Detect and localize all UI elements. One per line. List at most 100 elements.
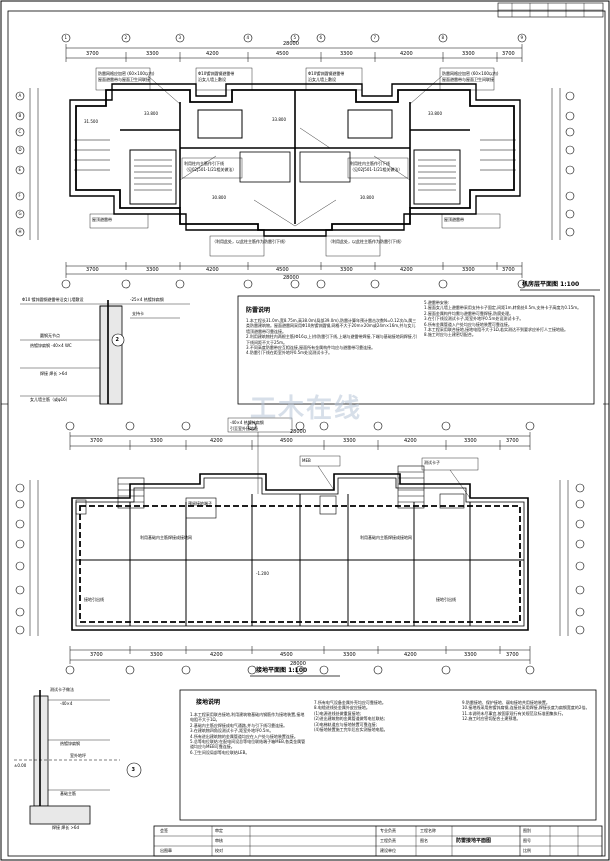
roof-axis-8: 8: [441, 35, 445, 40]
parapet-detail-circle: 2: [115, 336, 119, 343]
roof-label-5: Φ10镀锌圆钢避雷带: [198, 71, 235, 76]
roof-dim-bottom-total: 28000: [283, 275, 299, 281]
roof-dim-bottom-2: 3300: [146, 267, 159, 273]
grounding-note-1: 1.本工程采用联合接地,利用建筑物基础内钢筋作为接地装置,接地电阻不大于1Ω。: [190, 712, 305, 723]
tb-drawing-label: 图名: [420, 838, 428, 843]
title-block-frame: [153, 825, 603, 857]
roof-label-9: 利用柱内主筋作引下线: [184, 161, 224, 166]
roof-axis-c: C: [18, 129, 22, 134]
roof-axis-2: 2: [124, 35, 128, 40]
lightning-note-1: 1.本工程长31.0m,宽8.75m,高38.0m(局部39.0m),防雷计算年…: [246, 318, 417, 334]
roof-dim-bottom-7: 3300: [462, 267, 475, 273]
roof-elev-3: 33.800: [272, 117, 286, 122]
found-dim-top-3: 4200: [210, 438, 223, 444]
parapet-label-5: 焊接 焊长 >6d: [40, 371, 67, 376]
foundation-plan-title: 接地平面图 1:100: [256, 667, 308, 674]
roof-elev-6: 31.500: [84, 119, 98, 124]
roof-dim-top-5: 3300: [340, 51, 353, 57]
found-dim-top-total: 28000: [290, 429, 306, 435]
roof-axis-3: 3: [178, 35, 182, 40]
grounding-note-r4: 12.施工时应密切配合土建预埋。: [462, 716, 521, 722]
grounding-note-4: 4.所有进出建筑物的金属管道均应在入户处与接地装置连接。: [190, 733, 298, 739]
lightning-notes-right: 5.避雷带安装: 1.屋面女儿墙上避雷带采用支持卡子固定,间距1m,转角处0.5…: [424, 300, 590, 338]
found-dim-top-5: 3300: [343, 438, 356, 444]
roof-label-15: （利用此处，以此柱主筋作为防雷引下线）: [212, 239, 288, 244]
roof-plan: [29, 44, 561, 278]
grounding-note-r1: 9.防雷接地、保护接地、弱电接地共用接地装置。: [462, 700, 550, 705]
grounding-note-m3: (1)电源进线处做重复接地;: [314, 710, 362, 716]
grounding-notes-list: 1.本工程采用联合接地,利用建筑物基础内钢筋作为接地装置,接地电阻不大于1Ω。 …: [190, 712, 308, 755]
found-dim-bottom-5: 3300: [343, 652, 356, 658]
roof-label-14: 屋顶避雷带: [444, 217, 464, 222]
roof-label-10: （见02J501-1/21相关做法）: [184, 167, 237, 172]
found-dim-top-6: 4200: [404, 438, 417, 444]
lightning-note-r7: 8.施工时应与土建密切配合。: [424, 332, 476, 338]
roof-axis-6: 6: [319, 35, 323, 40]
grounding-note-r3: 11.本说明未尽事宜,按国家现行有关规范及标准图集执行。: [462, 710, 566, 716]
roof-axis-7: 7: [373, 35, 377, 40]
found-dim-bottom-total: 28000: [290, 661, 306, 667]
roof-axis-a: A: [18, 93, 22, 98]
found-label-6: 利用基础内主筋焊接成接地网: [360, 535, 412, 540]
roof-axis-5: 5: [293, 35, 297, 40]
found-dim-bottom-6: 4200: [404, 652, 417, 658]
grounding-note-6: 6.卫生间设局部等电位联结LEB。: [190, 749, 250, 755]
roof-label-7: Φ10镀锌圆钢避雷带: [308, 71, 345, 76]
grounding-note-m5: (3)电梯轨道应与接地装置可靠连接;: [314, 721, 378, 727]
parapet-detail: [20, 300, 190, 405]
parapet-title: Φ10 镀锌圆钢避雷带沿女儿墙敷设: [22, 297, 84, 302]
tb-right-3: 比例: [523, 848, 531, 853]
lightning-notes-heading: 防雷说明: [246, 307, 271, 314]
roof-elev-4: 30.800: [212, 195, 226, 200]
grounding-note-m6: (4)接地装置施工完毕后应实测接地电阻。: [314, 726, 388, 732]
roof-label-16: （利用此处，以此柱主筋作为防雷引下线）: [328, 239, 404, 244]
roof-axis-circles: [15, 33, 575, 289]
parapet-label-1: -25×4 热镀锌扁钢: [130, 297, 164, 302]
roof-label-11: 利用柱内主筋作引下线: [350, 161, 390, 166]
parapet-label-3: 圆钢无节点: [40, 333, 60, 338]
roof-dim-bottom-5: 3300: [340, 267, 353, 273]
roof-label-4: 屋面避雷带与屋面卫生间联接: [442, 77, 494, 82]
lightning-note-r6: 7.本工程采用联合接地,接地电阻不大于1Ω,若实测达不到要求应补打人工接地极。: [424, 326, 568, 332]
found-dim-top-2: 3300: [150, 438, 163, 444]
test-clamp-detail: [14, 690, 142, 825]
grounding-notes-mid: 7.所有电气设备金属外壳均应可靠接地。 8.电缆进线处金属外皮应接地。 (1)电…: [314, 700, 456, 732]
parapet-label-6: 女儿墙主筋（或φ16）: [30, 397, 70, 402]
lightning-note-r3: 2.屋面金属构件均需与避雷带可靠焊接,防腐处理。: [424, 310, 514, 316]
roof-axis-e: E: [18, 167, 22, 172]
clamp-label-4: 基础主筋: [60, 791, 76, 796]
clamp-title: 测试卡子做法: [50, 687, 74, 692]
clamp-label-6: ±0.00: [14, 763, 27, 768]
tb-mid-1: 专业负责: [380, 828, 396, 833]
found-dim-bottom-1: 3700: [90, 652, 103, 658]
found-dim-bottom-4: 4500: [280, 652, 293, 658]
lightning-note-r4: 3.在引下线设测试卡子,距室外地坪0.5m处设测试卡子。: [424, 316, 524, 322]
grounding-note-2: 2.基础内主筋应焊接成电气通路,并与引下线可靠连接。: [190, 722, 288, 728]
found-dim-bottom-3: 4200: [210, 652, 223, 658]
lightning-note-r2: 1.屋面女儿墙上避雷带采用支持卡子固定,间距1m,转角处0.5m,支持卡子高度为…: [424, 305, 582, 311]
roof-axis-h: H: [18, 229, 22, 234]
found-label-2: 引至室外接地极: [230, 426, 258, 431]
roof-dim-top-7: 3300: [462, 51, 475, 57]
roof-dim-bottom-8: 3700: [502, 267, 515, 273]
lightning-note-3: 3.不同高度防雷带应互相连接,屋面所有金属构件均应与避雷带可靠连接。: [246, 344, 376, 350]
clamp-label-5: 焊接 焊长 >6d: [52, 825, 79, 830]
watermark-text: 工木在线: [250, 393, 363, 423]
clamp-label-2: 热镀锌扁钢: [60, 741, 80, 746]
found-label-4: MEB: [302, 458, 311, 463]
grounding-note-m2: 8.电缆进线处金属外皮应接地。: [314, 705, 370, 711]
foundation-plan: [29, 417, 569, 664]
roof-axis-9: 9: [520, 35, 524, 40]
tb-stamp-1: 会签: [160, 828, 168, 833]
roof-elev-2: 33.800: [428, 111, 442, 116]
roof-dim-bottom-3: 4200: [206, 267, 219, 273]
lightning-notes-list: 1.本工程长31.0m,宽8.75m,高38.0m(局部39.0m),防雷计算年…: [246, 318, 418, 356]
roof-axis-1: 1: [64, 35, 68, 40]
grounding-notes-right: 9.防雷接地、保护接地、弱电接地共用接地装置。 10.接地线采用热镀锌扁钢,连接…: [462, 700, 592, 722]
roof-label-6: 沿女儿墙上敷设: [198, 77, 226, 82]
roof-elev-1: 33.800: [144, 111, 158, 116]
roof-dim-bottom-4: 4500: [276, 267, 289, 273]
roof-plan-title: 机房层平面图 1:100: [522, 281, 580, 288]
